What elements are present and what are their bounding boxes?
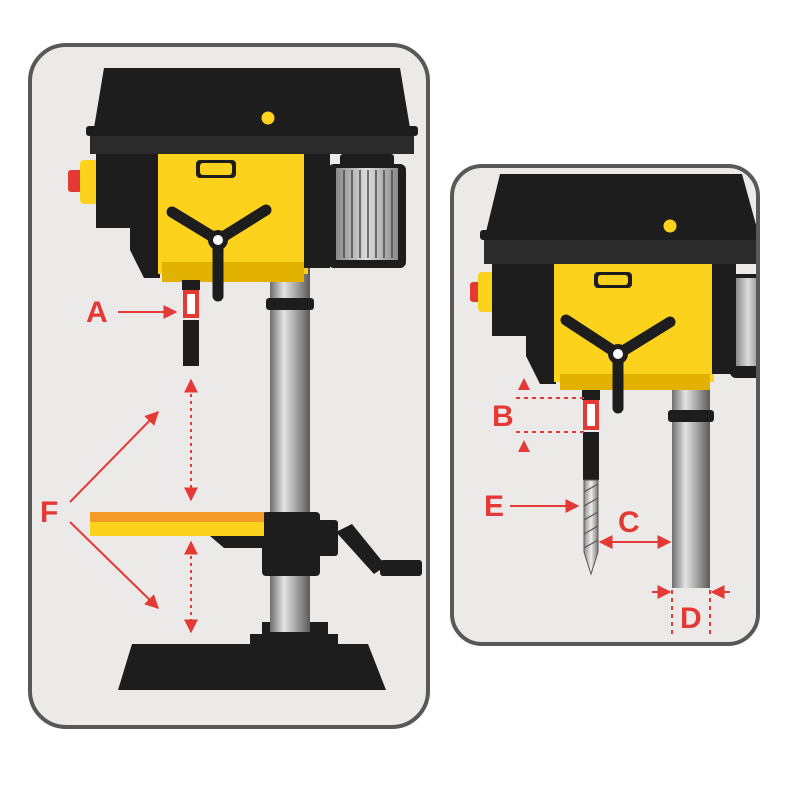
arrow-f-lower <box>69 521 160 609</box>
drill-head <box>68 68 418 366</box>
column-collar <box>266 298 314 310</box>
feed-handles <box>166 204 272 302</box>
label-d: D <box>680 602 702 635</box>
arrow-b-top <box>518 378 530 390</box>
annotations-left: A F <box>40 296 198 634</box>
yellow-knob-right <box>663 219 677 233</box>
right-panel: B E C D <box>450 164 760 646</box>
worktable <box>90 512 264 536</box>
label-b: B <box>492 400 514 433</box>
arrow-f-upper <box>69 410 159 503</box>
yellow-knob <box>261 111 275 125</box>
chuck <box>183 320 199 366</box>
label-e: E <box>484 490 504 523</box>
annotations-right: B E C D <box>484 378 730 636</box>
chuck-right <box>583 432 599 480</box>
label-f: F <box>40 496 58 529</box>
belt-cover-right <box>486 174 758 232</box>
column <box>270 262 310 632</box>
left-panel: A F <box>28 43 430 729</box>
label-a: A <box>86 296 108 329</box>
label-c: C <box>618 506 640 539</box>
arrow-b-bottom <box>518 440 530 452</box>
column-right <box>672 372 710 588</box>
belt-cover <box>94 68 410 128</box>
right-panel-border <box>450 164 760 646</box>
table-bracket <box>210 512 422 576</box>
feed-switch-red <box>68 170 82 192</box>
